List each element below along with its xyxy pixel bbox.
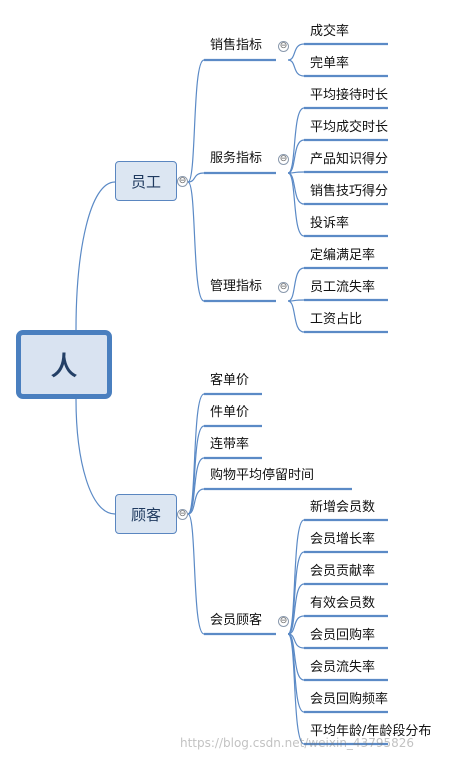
leaf-node[interactable]: 新增会员数 xyxy=(310,500,376,515)
subgroup-management-metrics[interactable]: 管理指标 xyxy=(210,279,263,294)
leaf-node[interactable]: 会员回购频率 xyxy=(310,692,389,707)
connector-line xyxy=(287,299,305,302)
subgroup-sales-metrics[interactable]: 销售指标 xyxy=(210,38,263,53)
collapse-icon[interactable]: ⊖ xyxy=(177,509,188,520)
connector-line xyxy=(187,457,205,515)
connector-line xyxy=(187,181,205,302)
watermark-text: https://blog.csdn.net/weixin_43795826 xyxy=(180,736,415,750)
collapse-icon[interactable]: ⊖ xyxy=(177,176,188,187)
leaf-node[interactable]: 定编满足率 xyxy=(310,248,376,263)
connector-line xyxy=(287,583,305,635)
connector-line xyxy=(287,633,305,713)
leaf-node[interactable]: 成交率 xyxy=(310,24,350,39)
connector-line xyxy=(287,107,305,174)
subgroup-node[interactable]: 连带率 xyxy=(210,437,250,452)
leaf-node[interactable]: 平均接待时长 xyxy=(310,88,389,103)
connector-line xyxy=(187,425,205,515)
leaf-node[interactable]: 员工流失率 xyxy=(310,280,376,295)
leaf-node[interactable]: 投诉率 xyxy=(310,216,350,231)
connector-line xyxy=(287,615,305,635)
leaf-node[interactable]: 产品知识得分 xyxy=(310,152,389,167)
connector-line xyxy=(187,488,205,515)
leaf-node[interactable]: 会员回购率 xyxy=(310,628,376,643)
root-node[interactable]: 人 xyxy=(16,330,112,399)
connector-line xyxy=(187,513,205,635)
connector-line xyxy=(287,633,305,681)
connector-line xyxy=(187,393,205,515)
connector-line xyxy=(287,267,305,302)
connector-line xyxy=(287,300,305,333)
leaf-node[interactable]: 平均成交时长 xyxy=(310,120,389,135)
connector-line xyxy=(287,172,305,205)
branch-node-staff[interactable]: 员工 xyxy=(115,161,177,201)
connector-line xyxy=(287,43,305,61)
connector-line xyxy=(287,633,305,745)
connector-line xyxy=(287,139,305,174)
connector-line xyxy=(287,171,305,174)
leaf-node[interactable]: 会员贡献率 xyxy=(310,564,376,579)
leaf-node[interactable]: 工资占比 xyxy=(310,312,363,327)
connector-line xyxy=(75,398,116,515)
connector-line xyxy=(287,59,305,77)
leaf-node[interactable]: 销售技巧得分 xyxy=(310,184,389,199)
subgroup-node[interactable]: 客单价 xyxy=(210,373,250,388)
leaf-node[interactable]: 会员流失率 xyxy=(310,660,376,675)
leaf-node[interactable]: 完单率 xyxy=(310,56,350,71)
leaf-node[interactable]: 平均年龄/年龄段分布 xyxy=(310,724,432,739)
connector-line xyxy=(187,59,205,183)
collapse-icon[interactable]: ⊖ xyxy=(278,616,289,627)
connector-line xyxy=(287,172,305,237)
subgroup-service-metrics[interactable]: 服务指标 xyxy=(210,151,263,166)
collapse-icon[interactable]: ⊖ xyxy=(278,154,289,165)
leaf-node[interactable]: 有效会员数 xyxy=(310,596,376,611)
subgroup-node[interactable]: 件单价 xyxy=(210,405,250,420)
collapse-icon[interactable]: ⊖ xyxy=(278,41,289,52)
connector-line xyxy=(287,519,305,635)
connector-line xyxy=(287,551,305,635)
collapse-icon[interactable]: ⊖ xyxy=(278,282,289,293)
connector-line xyxy=(187,172,205,183)
branch-node-customer[interactable]: 顾客 xyxy=(115,494,177,534)
subgroup-member-customers[interactable]: 会员顾客 xyxy=(210,613,263,628)
leaf-node[interactable]: 会员增长率 xyxy=(310,532,376,547)
subgroup-node[interactable]: 购物平均停留时间 xyxy=(210,468,315,483)
connector-line xyxy=(287,633,305,649)
connector-line xyxy=(75,181,116,331)
